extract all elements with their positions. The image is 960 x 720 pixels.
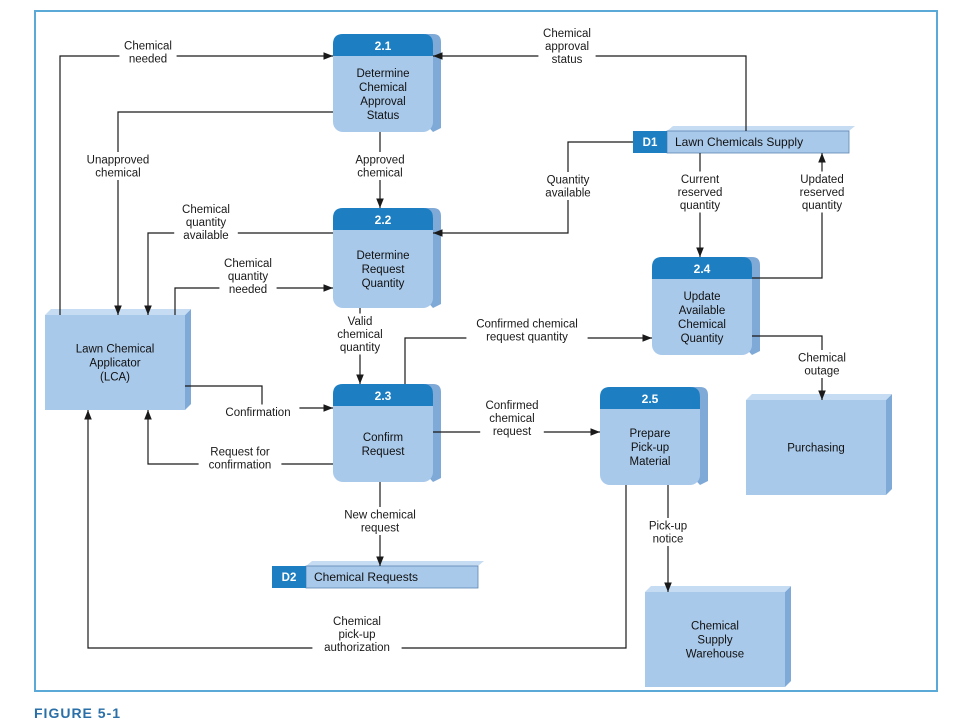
data-store-id: D2 — [282, 572, 297, 584]
flow-line-f2 — [433, 52, 747, 131]
flow-line-f6 — [144, 232, 333, 315]
flow-label-f12: Confirmation — [216, 404, 300, 420]
flow-line-f11 — [404, 334, 652, 384]
external-entity-purchasing: Purchasing — [746, 394, 892, 495]
data-store-name: Chemical Requests — [314, 570, 418, 584]
flow-line-f3 — [114, 111, 333, 315]
flow-line-f5 — [433, 141, 633, 237]
flow-line-f15 — [752, 335, 826, 400]
flow-line-f7 — [174, 284, 333, 315]
process-number: 2.4 — [694, 262, 711, 276]
process-number: 2.2 — [375, 213, 392, 227]
data-store-d2: D2 Chemical Requests — [272, 561, 484, 589]
process-number: 2.1 — [375, 39, 392, 53]
flow-label-text: Confirmation — [225, 407, 290, 419]
process-number: 2.5 — [642, 392, 659, 406]
data-store-name: Lawn Chemicals Supply — [675, 135, 803, 149]
figure-caption: FIGURE 5-1 — [34, 706, 122, 720]
entity-label: Purchasing — [787, 443, 845, 455]
data-store-d1: D1 Lawn Chemicals Supply — [633, 126, 855, 154]
data-store-id: D1 — [643, 137, 658, 149]
flow-line-f1 — [59, 52, 333, 315]
process-number: 2.3 — [375, 389, 392, 403]
